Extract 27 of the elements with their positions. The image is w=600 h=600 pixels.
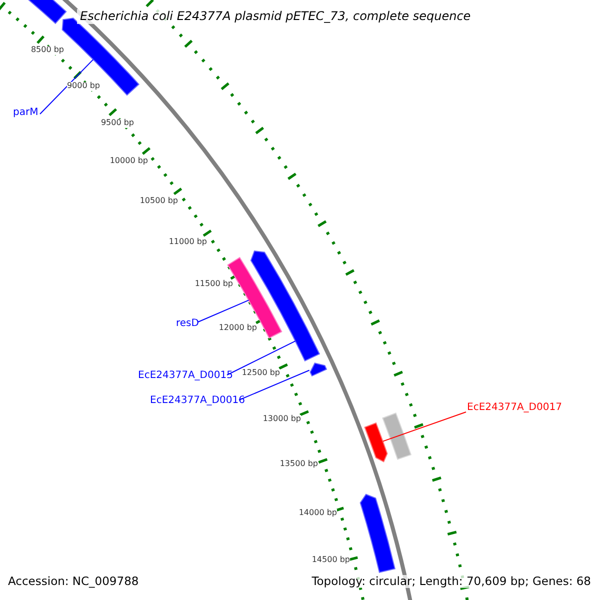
scale-label: 10000 bp xyxy=(110,157,148,166)
scale-label: 9500 bp xyxy=(100,119,134,128)
gene-label: resD xyxy=(176,318,199,329)
scale-label: 13500 bp xyxy=(280,460,318,469)
gene-feature xyxy=(360,494,396,573)
leader-line xyxy=(382,412,466,442)
scale-label: 9000 bp xyxy=(66,82,100,91)
leader-line xyxy=(226,340,296,376)
scale-label: 11000 bp xyxy=(168,238,207,247)
leader-line xyxy=(198,300,250,322)
leader-line xyxy=(40,59,94,114)
gene-label: EcE24377A_D0015 xyxy=(138,370,233,381)
gene-feature xyxy=(382,412,412,460)
accession-text: Accession: NC_009788 xyxy=(8,575,139,588)
scale-label: 11500 bp xyxy=(194,280,233,289)
gene-feature xyxy=(364,422,388,462)
scale-label: 10500 bp xyxy=(140,197,178,206)
scale-label: 14500 bp xyxy=(312,556,350,565)
scale-label: 12500 bp xyxy=(242,369,280,378)
scale-label: 12000 bp xyxy=(218,324,257,333)
scale-label: 8500 bp xyxy=(30,46,64,55)
gene-feature xyxy=(310,362,327,376)
gene-label: EcE24377A_D0017 xyxy=(467,402,562,413)
scale-label: 13000 bp xyxy=(262,415,301,424)
gene-label: parM xyxy=(13,107,38,118)
scale-label: 14000 bp xyxy=(298,509,337,518)
gene-label: EcE24377A_D0016 xyxy=(150,395,245,406)
